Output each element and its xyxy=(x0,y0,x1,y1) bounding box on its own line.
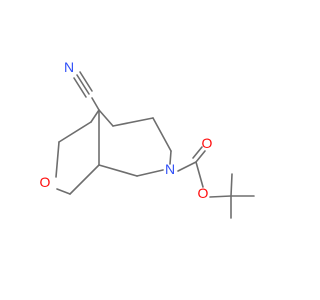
ring-nitrogen-label: N xyxy=(165,161,175,177)
bridge-to-nitrile-bond xyxy=(91,97,100,111)
bond-right-bridge-top xyxy=(112,117,154,127)
carbonyl-double-bond-1 xyxy=(195,150,206,163)
ring-oxygen-label: O xyxy=(40,174,51,190)
carbonyl-oxygen-label: O xyxy=(202,135,213,151)
bond-left-to-oxygen xyxy=(55,141,60,178)
nitrile-group xyxy=(73,71,100,111)
bond-lower-left-to-bridgehead xyxy=(69,164,100,195)
bond-right-bridge-down xyxy=(152,117,172,152)
molecule-structure-diagram: N O N O O xyxy=(40,59,255,219)
carbonyl-double-bond-2 xyxy=(192,146,203,159)
bond-lower-right-to-bridgehead xyxy=(98,164,138,177)
bond-tert-carbon-up xyxy=(230,173,233,197)
triple-bond-line-1 xyxy=(76,74,90,95)
bond-carbonyl-to-ester-oxygen xyxy=(195,161,204,188)
triple-bond-line-2 xyxy=(73,77,87,98)
bond-ester-oxygen-to-tert-carbon xyxy=(209,195,232,198)
cyano-nitrogen-label: N xyxy=(64,59,74,75)
bond-nitrogen-to-lower-right xyxy=(136,169,164,177)
bond-oxygen-to-lower-left xyxy=(56,188,71,195)
bicyclic-core xyxy=(55,109,172,195)
bond-top-bridge-to-right xyxy=(98,109,114,127)
triple-bond-line-3 xyxy=(79,71,93,92)
bond-right-bridge-to-nitrogen xyxy=(169,150,172,165)
bond-nitrogen-to-carbonyl xyxy=(177,161,197,172)
bond-bridgehead-top-left xyxy=(90,109,100,123)
ester-oxygen-label: O xyxy=(198,185,209,201)
boc-group xyxy=(177,146,255,219)
bond-left-upper xyxy=(58,121,92,143)
